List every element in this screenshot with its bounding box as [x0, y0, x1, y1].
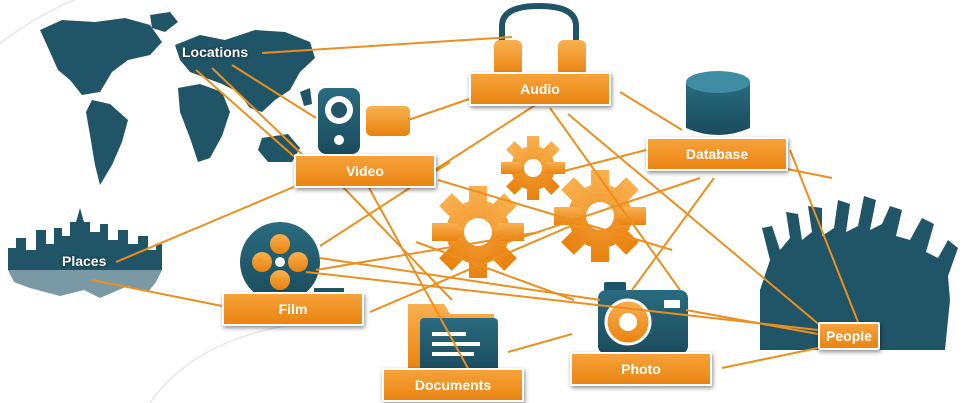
- locations-label: Locations: [182, 44, 249, 60]
- camera-icon: [598, 282, 688, 354]
- video-node: Video: [294, 154, 436, 188]
- crowd-icon: [760, 196, 958, 350]
- database-icon: [686, 71, 750, 135]
- film-node: Film: [222, 292, 364, 326]
- webcam-icon: [318, 88, 410, 154]
- photo-node: Photo: [570, 352, 712, 386]
- audio-node: Audio: [469, 72, 611, 106]
- people-node: People: [818, 322, 880, 350]
- film-reel-icon: [240, 222, 344, 302]
- headphones-icon: [494, 2, 586, 76]
- gears-icon: [432, 136, 646, 278]
- world-map-icon: [40, 12, 315, 185]
- folder-document-icon: [408, 304, 498, 372]
- database-node: Database: [646, 137, 788, 171]
- documents-node: Documents: [382, 368, 524, 402]
- city-skyline-icon: [8, 208, 162, 298]
- connector-lines: [91, 36, 859, 373]
- places-label: Places: [62, 253, 107, 269]
